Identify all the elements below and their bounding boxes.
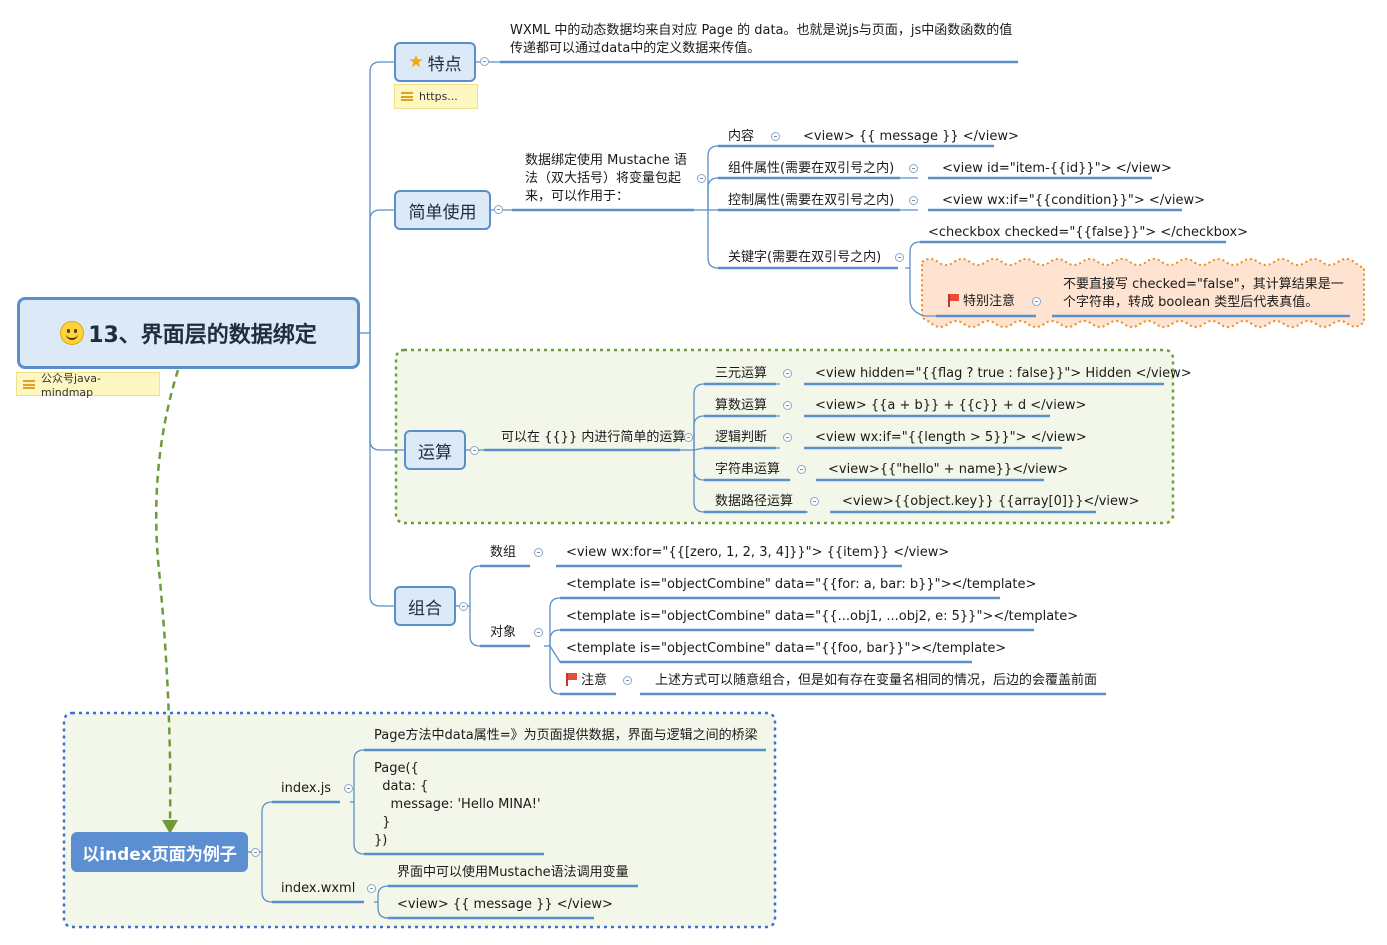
ops-item-label[interactable]: 字符串运算 [715, 462, 781, 477]
topic-combine[interactable]: 组合 [394, 586, 456, 626]
features-text-line1: WXML 中的动态数据均来自对应 Page 的 data。也就是说js与页面，j… [510, 23, 1013, 38]
collapse-toggle-icon[interactable] [909, 196, 918, 205]
special-note-text-line2: 个字符串，转成 boolean 类型后代表真值。 [1063, 295, 1319, 310]
ops-desc: 可以在 {{}} 内进行简单的运算 [501, 430, 686, 445]
topic-operations[interactable]: 运算 [404, 430, 466, 470]
index-js-code-line: } [374, 815, 391, 830]
topic-simple-use-label: 简单使用 [408, 202, 477, 223]
collapse-toggle-icon[interactable] [459, 602, 468, 611]
features-link-tag[interactable]: https... [394, 84, 478, 109]
combine-object-value: <template is="objectCombine" data="{{for… [566, 577, 1037, 592]
simple-item-value: <view> {{ message }} </view> [803, 129, 1019, 144]
topic-simple-use[interactable]: 简单使用 [394, 190, 491, 230]
ops-item-label[interactable]: 逻辑判断 [715, 430, 768, 445]
collapse-toggle-icon[interactable] [534, 548, 543, 557]
combine-note-label-text: 注意 [581, 673, 608, 688]
simple-item-label[interactable]: 组件属性(需要在双引号之内) [728, 161, 895, 176]
topic-combine-label: 组合 [408, 598, 442, 619]
topic-operations-label: 运算 [418, 442, 452, 463]
ops-item-value: <view wx:if="{{length > 5}}"> </view> [815, 430, 1087, 445]
special-note-text-line1: 不要直接写 checked="false"，其计算结果是一 [1063, 277, 1344, 292]
index-js-label[interactable]: index.js [281, 781, 332, 796]
collapse-toggle-icon[interactable] [251, 848, 260, 857]
simple-item-label[interactable]: 控制属性(需要在双引号之内) [728, 193, 895, 208]
collapse-toggle-icon[interactable] [909, 164, 918, 173]
simple-desc-line3: 来，可以作用于： [525, 189, 630, 204]
red-flag-icon [948, 294, 959, 307]
combine-object-label[interactable]: 对象 [490, 625, 517, 640]
collapse-toggle-icon[interactable] [344, 784, 353, 793]
smile-emoji-icon [60, 321, 85, 345]
collapse-toggle-icon[interactable] [895, 253, 904, 262]
ops-item-value: <view>{{"hello" + name}}</view> [828, 462, 1069, 477]
topic-features-label: 特点 [427, 54, 462, 75]
index-wxml-desc: 界面中可以使用Mustache语法调用变量 [397, 865, 629, 880]
index-wxml-label[interactable]: index.wxml [281, 881, 356, 896]
red-flag-icon [566, 673, 577, 686]
topic-index-example[interactable]: 以index页面为例子 [71, 832, 248, 872]
simple-desc-line1: 数据绑定使用 Mustache 语 [525, 153, 687, 168]
collapse-toggle-icon[interactable] [810, 497, 819, 506]
simple-item-value: <checkbox checked="{{false}}"> </checkbo… [928, 225, 1249, 240]
collapse-toggle-icon[interactable] [367, 884, 376, 893]
collapse-toggle-icon[interactable] [684, 433, 693, 442]
combine-note-text: 上述方式可以随意组合，但是如有存在变量名相同的情况，后边的会覆盖前面 [655, 673, 1098, 688]
root-topic[interactable]: 13、界面层的数据绑定 [17, 297, 360, 369]
features-link-text: https... [419, 90, 458, 103]
special-note-label-text: 特别注意 [963, 294, 1016, 309]
collapse-toggle-icon[interactable] [697, 174, 706, 183]
collapse-toggle-icon[interactable] [534, 628, 543, 637]
combine-object-value: <template is="objectCombine" data="{{...… [566, 609, 1079, 624]
index-js-desc: Page方法中data属性=》为页面提供数据，界面与逻辑之间的桥梁 [374, 728, 758, 743]
index-js-code-line: message: 'Hello MINA!' [374, 797, 541, 812]
collapse-toggle-icon[interactable] [783, 401, 792, 410]
ops-item-label[interactable]: 算数运算 [715, 398, 768, 413]
topic-index-example-label: 以index页面为例子 [82, 844, 237, 865]
label-icon [23, 379, 35, 389]
simple-item-label[interactable]: 内容 [728, 129, 755, 144]
simple-item-value: <view wx:if="{{condition}}"> </view> [942, 193, 1206, 208]
index-js-code-line: data: { [374, 779, 429, 794]
collapse-toggle-icon[interactable] [480, 57, 489, 66]
collapse-toggle-icon[interactable] [783, 369, 792, 378]
root-title: 13、界面层的数据绑定 [88, 323, 317, 348]
ops-item-label[interactable]: 三元运算 [715, 366, 768, 381]
label-icon [401, 92, 413, 101]
combine-object-value: <template is="objectCombine" data="{{foo… [566, 641, 1007, 656]
collapse-toggle-icon[interactable] [623, 676, 632, 685]
star-icon: ★ [408, 52, 424, 72]
collapse-toggle-icon[interactable] [1032, 297, 1041, 306]
index-js-code-line: }) [374, 833, 388, 848]
features-text-line2: 传递都可以通过data中的定义数据来传值。 [510, 41, 761, 56]
collapse-toggle-icon[interactable] [797, 465, 806, 474]
ops-item-value: <view> {{a + b}} + {{c}} + d </view> [815, 398, 1087, 413]
collapse-toggle-icon[interactable] [494, 205, 503, 214]
simple-item-value: <view id="item-{{id}}"> </view> [942, 161, 1172, 176]
ops-item-value: <view hidden="{{flag ? true : false}}"> … [815, 366, 1192, 381]
combine-array-label[interactable]: 数组 [490, 545, 517, 560]
simple-desc-line2: 法（双大括号）将变量包起 [525, 171, 682, 186]
combine-note-label[interactable]: 注意 [566, 673, 607, 689]
index-wxml-code: <view> {{ message }} </view> [397, 897, 613, 912]
index-js-code-line: Page({ [374, 761, 419, 776]
collapse-toggle-icon[interactable] [783, 433, 792, 442]
ops-item-label[interactable]: 数据路径运算 [715, 494, 794, 509]
root-tag-text: 公众号java-mindmap [40, 371, 102, 399]
combine-array-value: <view wx:for="{{[zero, 1, 2, 3, 4]}}"> {… [566, 545, 950, 560]
root-label-tag[interactable]: 公众号java-mindmap [16, 371, 160, 399]
special-note-label[interactable]: 特别注意 [948, 294, 1015, 310]
ops-item-value: <view>{{object.key}} {{array[0]}}</view> [842, 494, 1140, 509]
simple-item-label[interactable]: 关键字(需要在双引号之内) [728, 250, 882, 265]
collapse-toggle-icon[interactable] [771, 132, 780, 141]
collapse-toggle-icon[interactable] [470, 446, 479, 455]
topic-features[interactable]: ★ 特点 [394, 42, 476, 82]
